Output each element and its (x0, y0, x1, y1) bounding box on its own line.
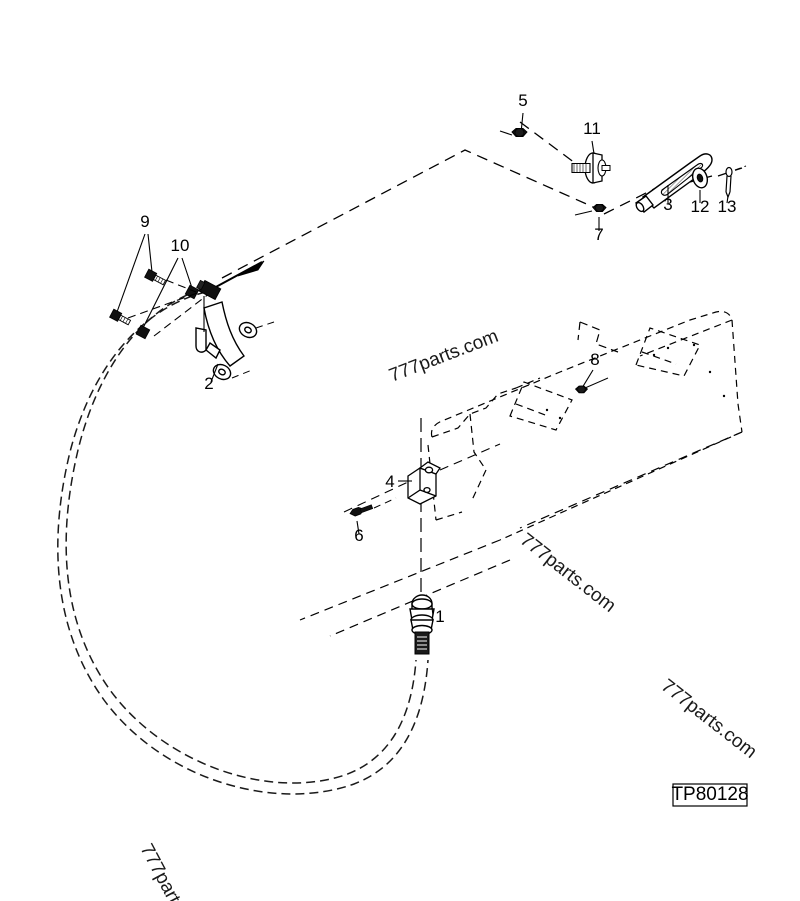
cable-rod-end (196, 260, 265, 301)
nut-lower (135, 324, 151, 340)
callout-labels: 1 2 3 4 5 6 7 8 9 10 11 12 13 (140, 91, 736, 626)
bolt-lower (109, 308, 132, 326)
watermark-1: 777parts.com (386, 326, 501, 387)
bolt-upper (144, 268, 167, 286)
screw-6 (349, 497, 397, 535)
callout-11: 11 (583, 119, 601, 138)
control-cable (57, 285, 429, 795)
lever-bracket-part (195, 296, 275, 383)
callout-8: 8 (590, 350, 599, 369)
hex-nut-7 (574, 204, 607, 231)
cotter-pin-13 (725, 165, 747, 204)
diagram-code-box: TP80128 (671, 783, 749, 807)
pivot-stud-11 (571, 140, 611, 184)
callout-4: 4 (385, 472, 394, 491)
callout-2: 2 (204, 374, 213, 393)
fasteners-9-10 (109, 233, 215, 340)
latch-knob-1 (409, 594, 435, 655)
callout-12: 12 (691, 197, 710, 216)
hood-panel-outline (299, 310, 743, 637)
hex-nut-5 (499, 112, 528, 137)
watermark-3: 777parts.com (657, 675, 761, 762)
callout-7: 7 (594, 225, 603, 244)
hood-fastener-8 (574, 369, 609, 394)
callout-6: 6 (354, 526, 363, 545)
callout-13: 13 (718, 197, 737, 216)
callout-5: 5 (518, 91, 527, 110)
callout-10: 10 (171, 236, 190, 255)
callout-3: 3 (663, 195, 672, 214)
watermark-4: 777parts (136, 840, 189, 901)
washer-12 (691, 167, 709, 203)
watermarks: 777parts.com 777parts.com 777parts.com 7… (136, 326, 761, 901)
handle-rod-3 (634, 153, 713, 213)
clamp-bracket-4 (343, 443, 501, 513)
nut-upper (184, 284, 200, 300)
diagram-code-label: TP80128 (671, 784, 748, 805)
callout-9: 9 (140, 212, 149, 231)
callout-1: 1 (435, 607, 444, 626)
watermark-2: 777parts.com (516, 529, 620, 616)
